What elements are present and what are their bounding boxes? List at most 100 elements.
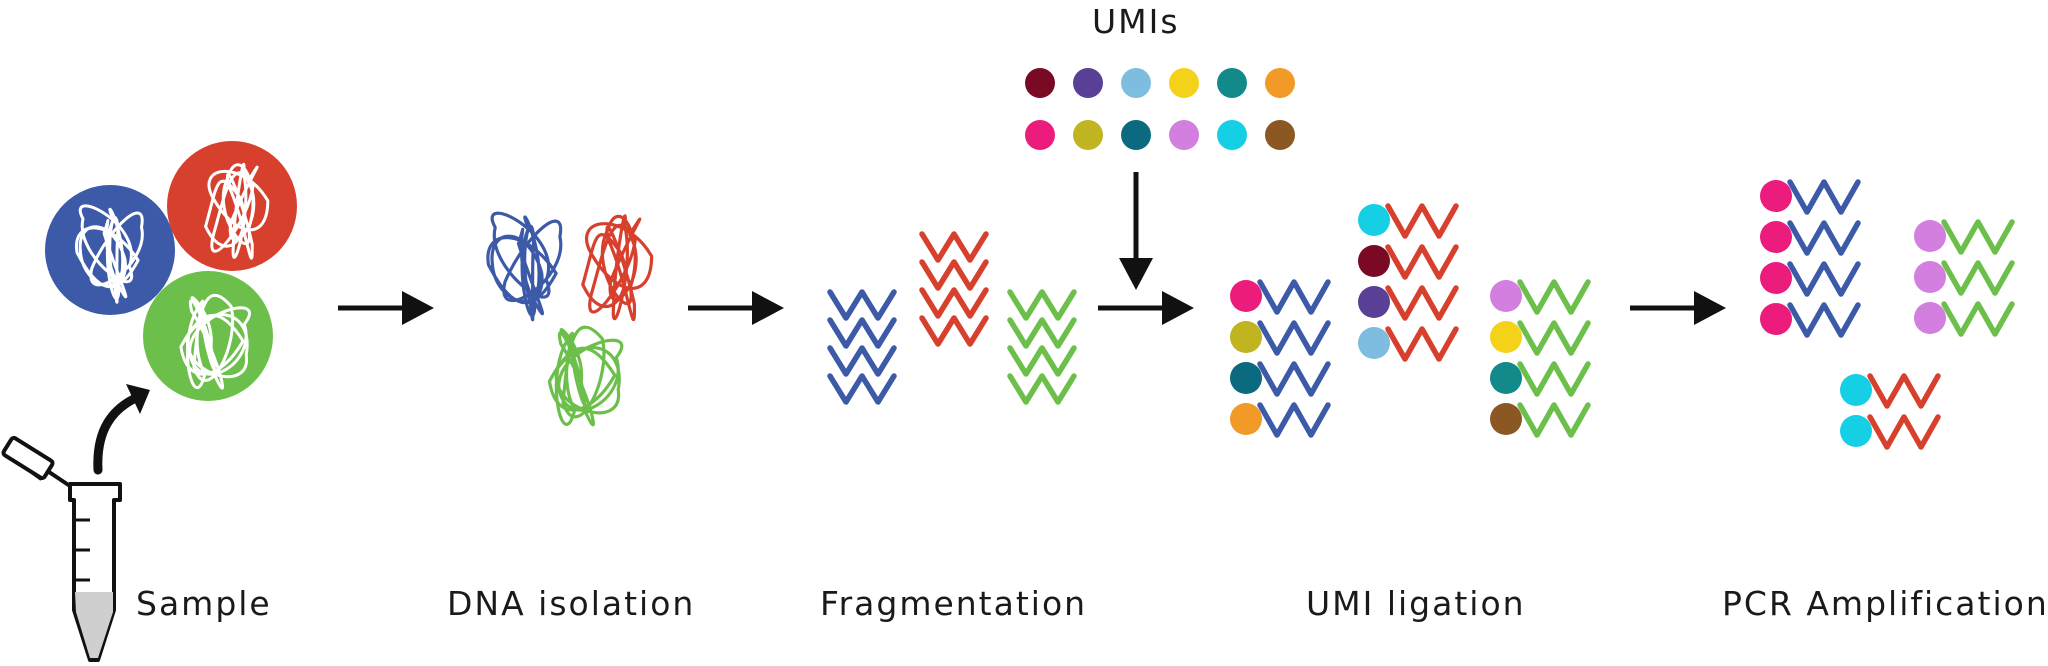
tangle-red — [581, 214, 654, 322]
umi-dot-orange — [1230, 403, 1262, 435]
fragment — [1007, 289, 1077, 321]
ligated-strand — [1257, 279, 1331, 315]
pcr-amplification-label: PCR Amplification — [1722, 584, 2048, 623]
ligated-strand — [1385, 285, 1459, 321]
arrow-ligation-to-pcr — [1630, 291, 1726, 325]
amplified-group-red — [1840, 373, 1941, 450]
tube-cap — [1, 435, 55, 481]
cell-circle — [167, 141, 297, 271]
umi-palette — [1025, 68, 1295, 290]
umi-dot-violet — [1169, 120, 1199, 150]
umi-dot-olive — [1073, 120, 1103, 150]
umi-dot-pink — [1230, 280, 1262, 312]
arrow-isolation-to-fragmentation — [688, 291, 784, 325]
fragment — [827, 289, 897, 321]
amplified-strand — [1787, 179, 1861, 215]
tangle-blue — [486, 211, 563, 322]
ligated-strand — [1517, 279, 1591, 315]
amplified-strand — [1941, 301, 2015, 337]
umi-dot-yellow — [1169, 68, 1199, 98]
umi-dot-brown — [1265, 120, 1295, 150]
umi-dot-yellow — [1490, 321, 1522, 353]
dna-isolation-label: DNA isolation — [447, 584, 696, 623]
ligated-group-green — [1490, 279, 1591, 438]
cell-green — [143, 271, 273, 401]
ligated-strand — [1257, 402, 1331, 438]
umi-dot-light_blue — [1121, 68, 1151, 98]
fragment-stack-red — [919, 231, 989, 347]
umi-dot-violet — [1914, 220, 1946, 252]
umi-dot-light_blue — [1358, 327, 1390, 359]
dna-isolation-tangles — [486, 211, 654, 427]
amplified-strand — [1787, 220, 1861, 256]
fragment — [919, 259, 989, 291]
umi-dot-pink — [1760, 180, 1792, 212]
sample-tube — [1, 384, 150, 662]
arrow-head — [402, 291, 434, 325]
umi-dot-cyan — [1840, 415, 1872, 447]
curved-arrow-head — [126, 384, 150, 414]
cell-dna — [179, 293, 252, 390]
umi-dot-olive — [1230, 321, 1262, 353]
umi-dot-teal — [1217, 68, 1247, 98]
tangle-green — [547, 325, 624, 427]
fragment — [1007, 373, 1077, 405]
arrow-sample-to-isolation — [338, 291, 434, 325]
ligated-strand — [1385, 326, 1459, 362]
fragment — [1007, 345, 1077, 377]
amplified-group-green — [1914, 219, 2015, 337]
fragment — [827, 317, 897, 349]
umi-dot-orange — [1265, 68, 1295, 98]
amplified-strand — [1787, 302, 1861, 338]
umi-arrow-head — [1119, 258, 1153, 290]
umi-dot-brown — [1490, 403, 1522, 435]
umi-dot-pink — [1760, 262, 1792, 294]
amplified-group-blue — [1760, 179, 1861, 338]
arrow-head — [1694, 291, 1726, 325]
cell-dna — [204, 163, 270, 260]
arrow-head — [752, 291, 784, 325]
ligated-strand — [1385, 203, 1459, 239]
arrow-head — [1162, 291, 1194, 325]
umi-dot-dark_red — [1358, 245, 1390, 277]
umi-dot-dark_red — [1025, 68, 1055, 98]
amplified-fragments — [1760, 179, 2015, 450]
umi-dot-cyan — [1840, 374, 1872, 406]
umi-dot-purple — [1073, 68, 1103, 98]
umi-dot-cyan — [1217, 120, 1247, 150]
umi-dot-pink — [1760, 221, 1792, 253]
umi-dot-pink — [1760, 303, 1792, 335]
sample-cells — [45, 141, 297, 401]
fragment-stack-blue — [827, 289, 897, 405]
umi-dot-violet — [1490, 280, 1522, 312]
cell-blue — [45, 185, 175, 315]
tube-liquid — [75, 592, 113, 658]
ligated-group-red — [1358, 203, 1459, 362]
cell-red — [167, 141, 297, 271]
umi-ligation-label: UMI ligation — [1306, 584, 1526, 623]
fragment — [827, 373, 897, 405]
ligated-fragments — [1230, 203, 1591, 438]
fragment — [919, 287, 989, 319]
fragment-stacks — [827, 231, 1077, 405]
ligated-strand — [1517, 402, 1591, 438]
umi-dot-teal — [1490, 362, 1522, 394]
umi-dot-dark_teal — [1230, 362, 1262, 394]
curved-arrow-shaft — [93, 391, 145, 475]
fragment — [827, 345, 897, 377]
umi-dot-violet — [1914, 302, 1946, 334]
umis-label: UMIs — [1092, 2, 1180, 41]
fragmentation-label: Fragmentation — [820, 584, 1088, 623]
ligated-strand — [1385, 244, 1459, 280]
amplified-strand — [1941, 260, 2015, 296]
umi-dot-purple — [1358, 286, 1390, 318]
ligated-strand — [1517, 320, 1591, 356]
umi-dot-violet — [1914, 261, 1946, 293]
fragment-stack-green — [1007, 289, 1077, 405]
ligated-group-blue — [1230, 279, 1331, 438]
fragment — [1007, 317, 1077, 349]
arrow-fragmentation-to-ligation — [1098, 291, 1194, 325]
cell-dna — [75, 204, 144, 304]
fragment — [919, 315, 989, 347]
